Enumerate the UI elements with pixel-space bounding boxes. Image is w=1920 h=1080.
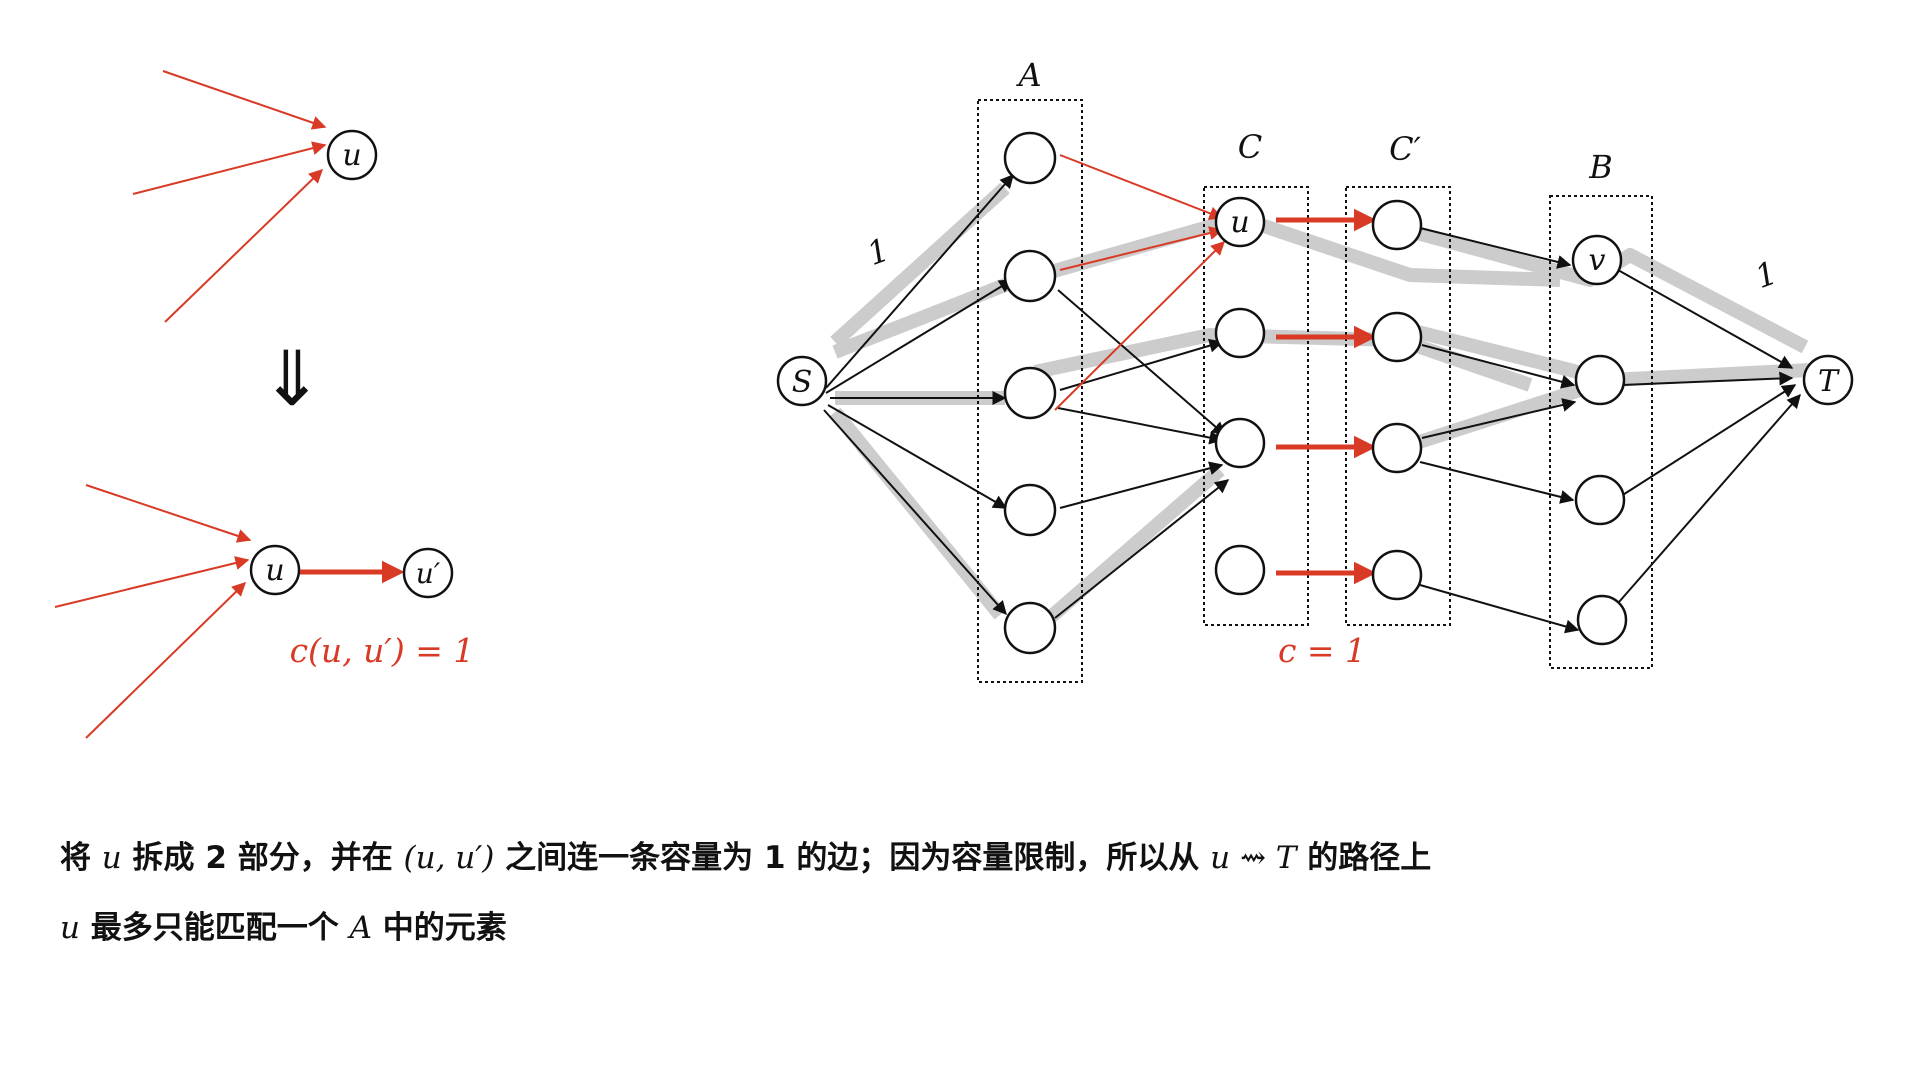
node-C2 xyxy=(1214,307,1266,359)
red-edge xyxy=(162,70,327,130)
group-label-Cp: C′ xyxy=(1389,130,1421,168)
red-edge xyxy=(1059,154,1224,220)
caption-math: u xyxy=(101,840,122,876)
edge xyxy=(1419,584,1580,634)
highlight-path xyxy=(830,182,1010,348)
node-B1-v xyxy=(1571,234,1623,286)
group-label-A: A xyxy=(1015,56,1041,94)
edge xyxy=(1057,407,1224,445)
capacity-label-right: c = 1 xyxy=(1278,631,1366,670)
edge xyxy=(1621,371,1794,386)
node-B2 xyxy=(1574,354,1626,406)
edge-weight-right: 1 xyxy=(1750,253,1782,296)
node-B4 xyxy=(1576,594,1628,646)
caption-text: 最多只能匹配一个 xyxy=(79,910,350,946)
node-Cp3 xyxy=(1371,422,1423,474)
node-C3 xyxy=(1214,417,1266,469)
edges-C-to-Cp xyxy=(1276,208,1377,585)
node-T-label: T xyxy=(1818,364,1840,399)
caption-math: A xyxy=(349,910,372,946)
node-u-bottom-label: u xyxy=(265,553,284,588)
edge xyxy=(1611,393,1801,611)
caption-text: 之间连一条容量为 1 的边；因为容量限制，所以从 xyxy=(494,840,1211,876)
split-capacity-label: c(u, u′) = 1 xyxy=(290,631,475,670)
edge xyxy=(1059,338,1224,391)
node-Cp1 xyxy=(1371,199,1423,251)
edge xyxy=(1617,269,1794,369)
group-box-A xyxy=(977,99,1083,683)
left-panel: u ⇓ u u′ c(u, u′) = 1 xyxy=(54,70,475,739)
red-edge xyxy=(132,141,327,195)
node-u-prime xyxy=(402,547,454,599)
caption-text: 的路径上 xyxy=(1296,840,1432,876)
group-box-C xyxy=(1203,186,1309,626)
caption-text: 中的元素 xyxy=(371,910,507,946)
node-S xyxy=(776,355,828,407)
edges-S-to-A xyxy=(823,173,1014,616)
highlight-paths xyxy=(829,182,1811,641)
node-Cp4 xyxy=(1371,549,1423,601)
node-u-bottom xyxy=(249,544,301,596)
transform-arrow: ⇓ xyxy=(260,334,324,423)
edge xyxy=(1419,227,1572,269)
group-label-B: B xyxy=(1588,148,1613,186)
edge xyxy=(1057,289,1227,436)
node-C1-u xyxy=(1214,196,1266,248)
node-B3 xyxy=(1574,474,1626,526)
nodes xyxy=(776,131,1854,655)
red-edge xyxy=(1059,226,1224,271)
node-u-top-label: u xyxy=(342,138,361,173)
caption-math: u xyxy=(60,910,80,946)
edge xyxy=(1421,344,1576,389)
highlight-path xyxy=(1025,464,1225,641)
red-edge xyxy=(85,484,252,543)
caption-line-2: u 最多只能匹配一个 A 中的元素 xyxy=(60,902,507,947)
edges-A-to-C xyxy=(1054,289,1230,619)
node-S-label: S xyxy=(792,365,813,400)
edge xyxy=(823,409,1007,616)
group-label-C: C xyxy=(1238,128,1262,166)
highlight-path xyxy=(1408,323,1592,382)
highlight-path xyxy=(1609,363,1811,387)
edge xyxy=(1617,384,1797,499)
node-C4 xyxy=(1214,544,1266,596)
edge xyxy=(1054,479,1230,619)
edge xyxy=(825,279,1014,394)
red-edge xyxy=(85,582,247,739)
right-panel: A C C′ B xyxy=(776,56,1854,683)
caption-math: (u, u′) xyxy=(403,840,495,876)
node-A5 xyxy=(1003,601,1057,655)
node-A4 xyxy=(1003,483,1057,537)
node-T xyxy=(1802,354,1854,406)
edge xyxy=(825,173,1014,389)
caption-text: 将 xyxy=(60,840,102,876)
edge xyxy=(827,404,1008,509)
edge xyxy=(1421,398,1577,439)
node-Cp2 xyxy=(1371,311,1423,363)
node-u-prime-label: u′ xyxy=(416,557,441,590)
red-edge xyxy=(1054,241,1225,411)
red-edge xyxy=(164,169,324,323)
caption-line-1: 将 u 拆成 2 部分，并在 (u, u′) 之间连一条容量为 1 的边；因为容… xyxy=(60,832,1431,877)
highlight-path xyxy=(1407,383,1583,452)
node-A2 xyxy=(1003,249,1057,303)
edge-weight-left: 1 xyxy=(862,230,894,273)
node-u-label: u xyxy=(1230,205,1249,240)
group-box-Cp xyxy=(1345,186,1451,626)
edges-Cp-to-B xyxy=(1419,227,1580,634)
edge xyxy=(1059,461,1224,509)
edge xyxy=(1419,461,1575,504)
caption-math: u ⇝ T xyxy=(1210,840,1297,876)
node-u-top xyxy=(326,129,378,181)
caption-text: 拆成 2 部分，并在 xyxy=(121,840,404,876)
node-A3 xyxy=(1003,366,1057,420)
node-v-label: v xyxy=(1589,243,1606,278)
edges-A-to-u-red xyxy=(1054,154,1225,411)
red-edge xyxy=(54,556,250,608)
edges-B-to-T xyxy=(1611,269,1801,611)
node-A1 xyxy=(1003,131,1057,185)
group-box-B xyxy=(1549,195,1653,669)
